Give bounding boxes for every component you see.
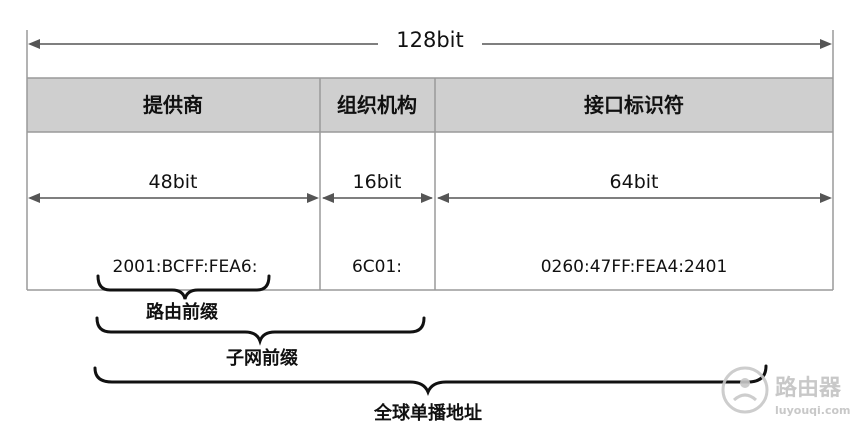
field-width-provider: 48bit	[149, 171, 198, 193]
routing-prefix-label: 路由前缀	[146, 301, 219, 323]
subnet-prefix-brace	[95, 316, 426, 346]
interface-width-arrow	[437, 193, 832, 203]
field-value-provider: 2001:BCFF:FEA6:	[113, 257, 258, 277]
watermark-name: 路由器	[775, 375, 842, 401]
global-unicast-label: 全球单播地址	[373, 402, 482, 424]
field-value-interface-id: 0260:47FF:FEA4:2401	[541, 257, 728, 277]
total-width-label-bg	[378, 22, 482, 54]
field-width-arrows	[28, 193, 832, 203]
organization-width-arrow	[322, 193, 433, 203]
global-unicast-brace	[93, 364, 768, 397]
provider-width-arrow	[28, 193, 319, 203]
brace-group	[93, 274, 768, 397]
total-width-label: 128bit	[396, 28, 463, 52]
subnet-prefix-label: 子网前缀	[226, 347, 299, 369]
watermark: 路由器 luyouqi.com	[721, 366, 851, 417]
field-width-organization: 16bit	[353, 171, 402, 193]
field-name-interface-id: 接口标识符	[584, 93, 684, 117]
grid-lines	[26, 30, 834, 291]
watermark-url: luyouqi.com	[775, 404, 851, 417]
field-width-interface-id: 64bit	[610, 171, 659, 193]
field-name-provider: 提供商	[143, 93, 203, 117]
field-name-organization: 组织机构	[337, 93, 417, 117]
routing-prefix-brace	[96, 274, 271, 300]
field-value-organization: 6C01:	[352, 257, 402, 277]
header-band	[27, 78, 833, 132]
router-logo-icon	[721, 366, 769, 414]
